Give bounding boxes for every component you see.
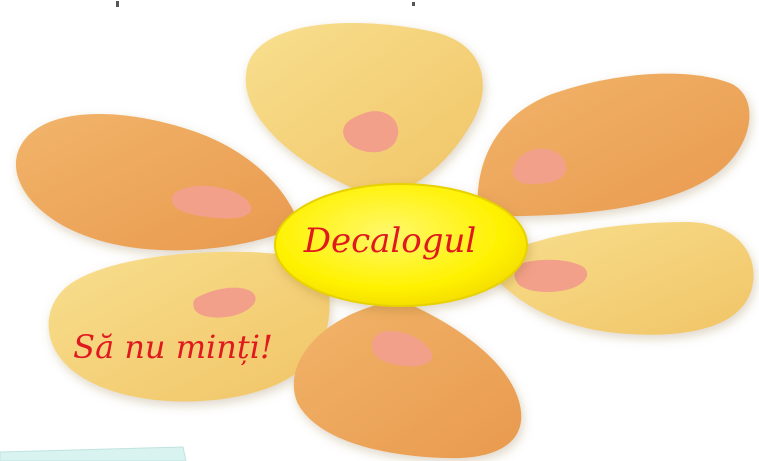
center-label: Decalogul — [303, 221, 477, 261]
top-text-fragment — [116, 1, 415, 7]
petal-label: Să nu minți! — [73, 328, 273, 366]
petal-top — [246, 23, 483, 196]
corner-note — [0, 447, 186, 461]
petal-lower-left — [49, 252, 330, 402]
petal-upper-left — [16, 114, 300, 250]
petal-upper-right — [477, 74, 749, 217]
